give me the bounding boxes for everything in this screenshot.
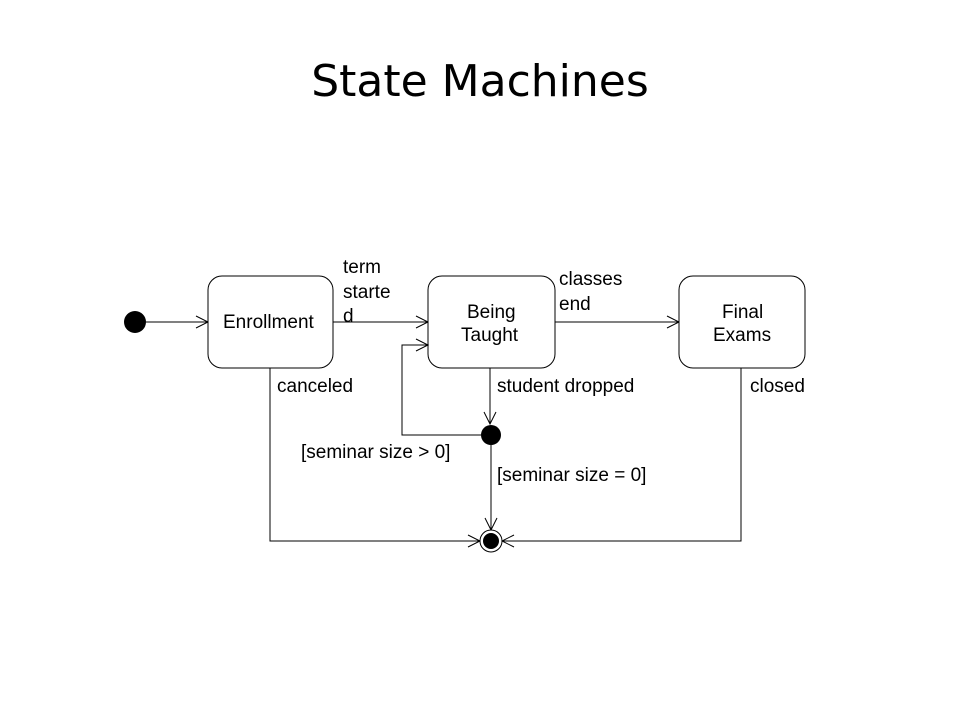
label-guard-size-gt-0: [seminar size > 0] bbox=[301, 442, 450, 463]
label-term-started-3: d bbox=[343, 306, 354, 327]
state-final-exams-label-2: Exams bbox=[713, 325, 771, 346]
label-closed: closed bbox=[750, 376, 805, 397]
state-being-taught-label-2: Taught bbox=[461, 325, 519, 346]
state-being-taught-label-1: Being bbox=[467, 302, 516, 323]
transition-canceled bbox=[269, 368, 480, 542]
choice-junction bbox=[481, 425, 501, 445]
label-term-started-2: starte bbox=[343, 282, 391, 303]
state-enrollment-label: Enrollment bbox=[223, 312, 315, 333]
label-term-started-1: term bbox=[343, 257, 381, 278]
slide-title: State Machines bbox=[311, 56, 649, 107]
label-canceled: canceled bbox=[277, 376, 353, 397]
label-guard-size-eq-0: [seminar size = 0] bbox=[497, 465, 646, 486]
initial-state bbox=[124, 311, 146, 333]
label-classes-end-2: end bbox=[559, 294, 591, 315]
transition-closed bbox=[502, 368, 742, 542]
label-classes-end-1: classes bbox=[559, 269, 622, 290]
arrowhead-size-gt-0 bbox=[415, 338, 430, 352]
final-state bbox=[483, 533, 499, 549]
state-final-exams-label-1: Final bbox=[722, 302, 763, 323]
state-final-exams bbox=[678, 275, 806, 369]
label-student-dropped: student dropped bbox=[497, 376, 634, 397]
transition-size-gt-0 bbox=[401, 344, 481, 436]
arrowhead-student-dropped bbox=[483, 411, 497, 426]
